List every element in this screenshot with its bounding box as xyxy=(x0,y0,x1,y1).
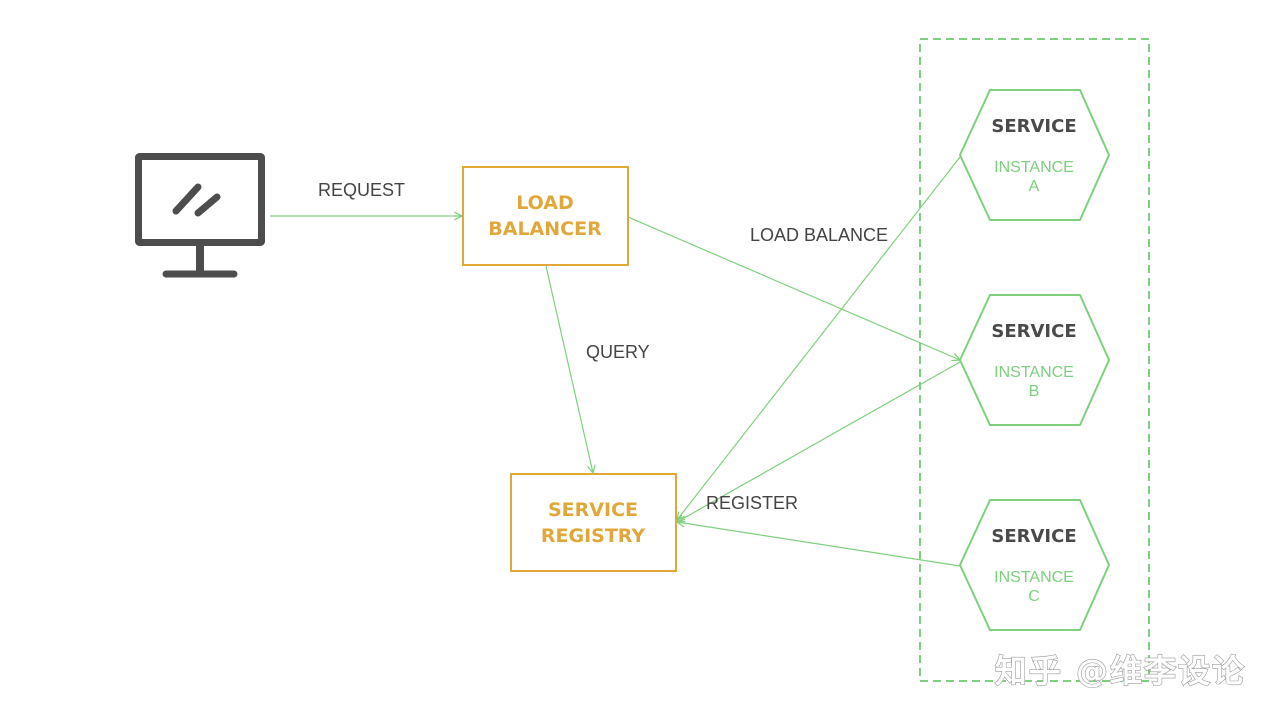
register-arrow-c xyxy=(677,522,961,567)
instance-c-title: SERVICE xyxy=(991,526,1076,547)
service-registry-node: SERVICE REGISTRY xyxy=(510,473,677,572)
load-balancer-line1: LOAD xyxy=(516,192,574,214)
load-balancer-line2: BALANCER xyxy=(488,218,602,240)
instance-b-sub2: B xyxy=(1029,383,1040,400)
load-balance-label: LOAD BALANCE xyxy=(750,225,888,245)
instance-a-sub2: A xyxy=(1029,178,1040,195)
load-balance-arrow xyxy=(627,216,960,360)
service-instance-a: SERVICE INSTANCE A xyxy=(958,89,1111,221)
query-arrow xyxy=(545,265,593,473)
instance-a-sub1: INSTANCE xyxy=(994,159,1074,176)
watermark: 知乎 @维李设论 xyxy=(995,652,1246,690)
instance-b-title: SERVICE xyxy=(991,321,1076,342)
registry-line2: REGISTRY xyxy=(541,525,646,547)
load-balancer-node: LOAD BALANCER xyxy=(462,166,629,266)
service-instance-b: SERVICE INSTANCE B xyxy=(958,294,1111,426)
connectors xyxy=(270,156,961,567)
service-instances-group xyxy=(919,38,1150,682)
service-instance-c: SERVICE INSTANCE C xyxy=(958,499,1111,631)
monitor-icon xyxy=(135,153,265,278)
instance-b-sub1: INSTANCE xyxy=(994,364,1074,381)
request-label: REQUEST xyxy=(318,180,405,200)
registry-line1: SERVICE xyxy=(548,499,638,521)
register-arrow-b xyxy=(677,361,961,522)
register-arrow-a xyxy=(677,156,961,520)
query-label: QUERY xyxy=(586,342,650,362)
instance-c-sub2: C xyxy=(1028,588,1040,605)
instance-c-sub1: INSTANCE xyxy=(994,569,1074,586)
register-label: REGISTER xyxy=(706,493,798,513)
instance-a-title: SERVICE xyxy=(991,116,1076,137)
